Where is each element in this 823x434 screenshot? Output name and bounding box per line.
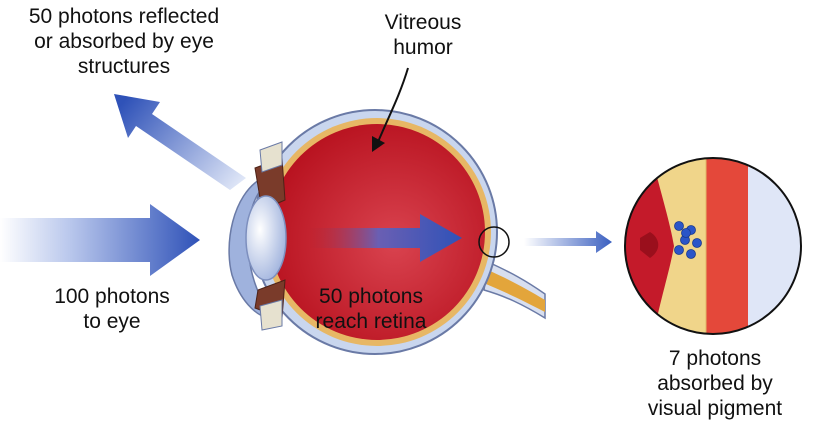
- retina-zoom-border: [624, 157, 802, 335]
- incoming-line-1: 100 photons: [54, 285, 170, 308]
- pigment-dot: [681, 228, 691, 238]
- pigment-dots: [674, 221, 702, 259]
- incoming-arrow: [0, 204, 200, 276]
- absorbed-line-1: 7 photons: [668, 347, 762, 370]
- reflected-photons-label: 50 photons reflected or absorbed by eye …: [0, 4, 248, 79]
- absorbed-line-2: absorbed by: [657, 372, 773, 395]
- zoom-fovea: [640, 232, 659, 258]
- absorbed-line-3: visual pigment: [647, 397, 783, 420]
- reflected-line-3: structures: [77, 55, 171, 78]
- retina-line-2: reach retina: [315, 310, 427, 333]
- vitreous-pointer-head: [372, 136, 385, 152]
- incoming-photons-label: 100 photons to eye: [12, 284, 212, 334]
- vitreous-humor-label: Vitreous humor: [368, 10, 478, 60]
- retina-target-circle: [478, 226, 510, 258]
- retina-photons-label: 50 photons reach retina: [296, 284, 446, 334]
- zoom-arrow: [524, 231, 612, 253]
- ciliary-bottom: [259, 299, 283, 331]
- absorbed-photons-label: 7 photons absorbed by visual pigment: [620, 346, 810, 421]
- pigment-dot: [686, 249, 696, 259]
- zoom-red-right: [700, 158, 748, 334]
- vitreous-line-2: humor: [393, 36, 453, 59]
- lens: [245, 195, 287, 281]
- vitreous-pointer: [377, 67, 409, 143]
- reflected-arrow: [114, 94, 246, 190]
- retina-arrow: [310, 214, 462, 262]
- pigment-dot: [692, 238, 702, 248]
- pigment-dot: [674, 245, 684, 255]
- vitreous-line-1: Vitreous: [384, 11, 462, 34]
- optic-nerve-core: [486, 270, 545, 312]
- pigment-dot: [674, 221, 684, 231]
- retina-zoom: [625, 158, 801, 334]
- ciliary-top: [259, 141, 283, 173]
- retina-line-1: 50 photons: [319, 285, 423, 308]
- incoming-line-2: to eye: [83, 310, 141, 333]
- reflected-line-1: 50 photons reflected: [28, 5, 220, 28]
- reflected-line-2: or absorbed by eye: [34, 30, 214, 53]
